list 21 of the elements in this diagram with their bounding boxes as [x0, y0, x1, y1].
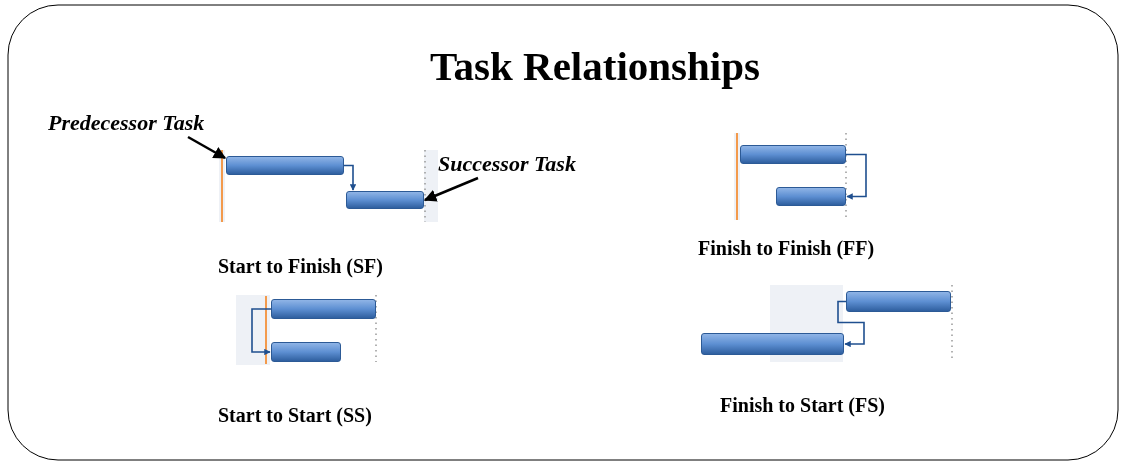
dependency-arrow	[845, 153, 867, 200]
task-bar	[271, 342, 341, 362]
dependency-arrow	[837, 300, 865, 348]
task-bar	[701, 333, 844, 355]
dependency-arrow	[343, 164, 357, 191]
task-bar	[226, 156, 344, 175]
task-bar	[271, 299, 376, 319]
dependency-arrow	[251, 308, 272, 356]
task-bar	[776, 187, 846, 206]
task-bar	[740, 145, 846, 164]
leader-arrow	[187, 135, 227, 160]
leader-arrow	[423, 176, 479, 202]
caption-label: Finish to Start (FS)	[720, 394, 885, 417]
caption-label: Start to Finish (SF)	[218, 255, 383, 278]
title: Task Relationships	[428, 42, 761, 90]
caption-label: Finish to Finish (FF)	[698, 237, 875, 260]
callout-text: Successor Task	[438, 151, 576, 177]
task-bar	[846, 291, 951, 312]
task-bar	[346, 191, 424, 209]
callout-text: Predecessor Task	[48, 110, 205, 136]
caption-label: Start to Start (SS)	[218, 404, 372, 427]
